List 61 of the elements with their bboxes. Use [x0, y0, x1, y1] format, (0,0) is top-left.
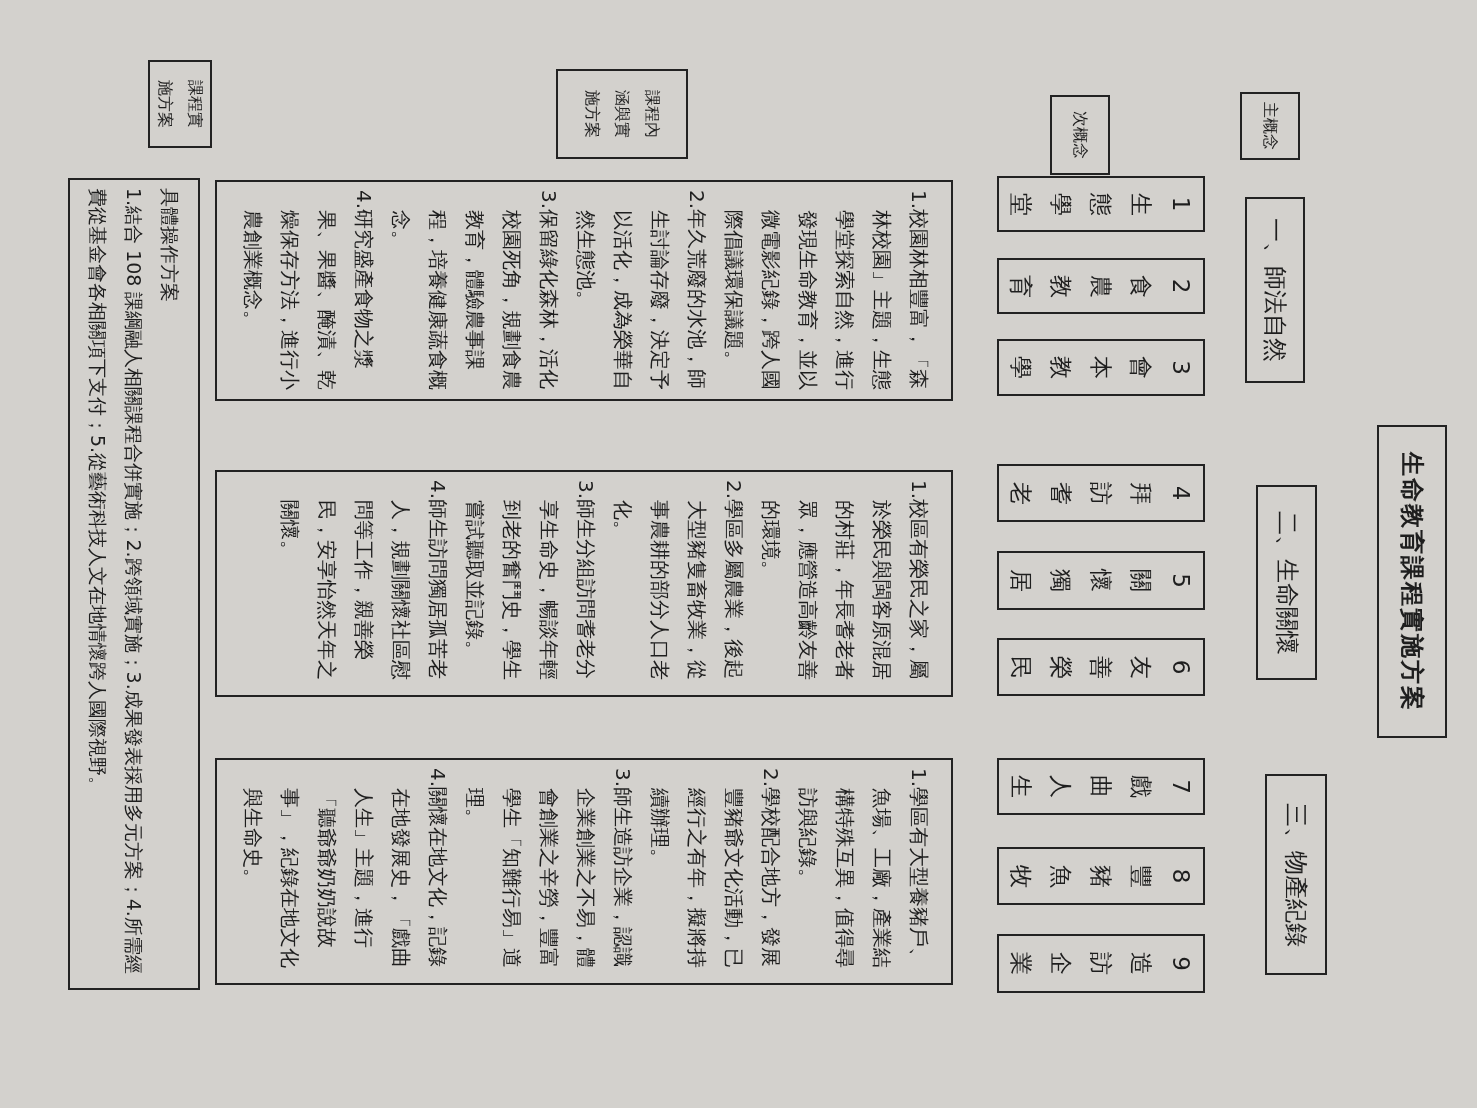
label-text: 課程內涵與實施方案: [582, 89, 663, 139]
list-item: 2.年久荒廢的水池，師生討論存廢，決定予以活化，成為榮華自然生態池。: [573, 190, 710, 392]
sub-concept-box: [997, 847, 1205, 905]
sub-concept-text: 戲曲人生: [1007, 774, 1155, 799]
concept-box: [1265, 774, 1327, 975]
label-box: [556, 69, 688, 159]
sub-concept-text: 關懷獨居: [1007, 567, 1155, 594]
list-item: 3.師生造訪企業，認識企業創業之不易，體會創業之辛勞，豐富學生「知難行易」道理。: [462, 768, 636, 970]
concept-text: 三、物產紀錄: [1281, 802, 1311, 947]
list-item: 4.師生訪問獨居孤苦老人，規劃關懷社區慰問等工作，親善榮民，安享怡然天年之關懷。: [277, 480, 451, 682]
item-number: 3: [1167, 360, 1195, 375]
item-number: 9: [1167, 956, 1195, 971]
list-item: 2.學校配合地方，發展豐豬爺文化活動，已經行之有年，擬將持續辦理。: [647, 768, 784, 970]
sub-concept-text: 造訪企業: [1007, 951, 1155, 977]
sub-concept-text: 友善榮民: [1007, 654, 1155, 680]
item-number: 4: [1167, 485, 1195, 501]
sub-concept-text: 會本教學: [1007, 355, 1155, 380]
sub-concept-box: [997, 176, 1205, 232]
list-item: 4.關懷在地文化，記錄在地發展史，「戲曲人生」主題，進行「聽爺爺奶奶說故事」，紀錄在地文化與生命史。: [240, 768, 451, 970]
list-item: 1.校區有榮民之家，屬於榮民與閩客原混居的村莊，年長耆老者眾，應營造高齡友善的環境。: [758, 480, 932, 682]
list-item: 3.師生分組訪問耆老分享生命史，暢談年輕到老的奮鬥史，學生嘗試聽取並記錄。: [462, 480, 599, 682]
sub-concept-box: [997, 551, 1205, 610]
label-text: 次概念: [1070, 111, 1091, 159]
label-text: 主概念: [1260, 102, 1281, 150]
sub-concept-box: [997, 258, 1205, 314]
sub-concept-box: [997, 934, 1205, 993]
concept-box: [1256, 485, 1317, 680]
content-box: [215, 470, 953, 697]
list-item: 2.學區多屬農業，後起大型豬隻畜牧業，從事農耕的部分人口老化。: [610, 480, 747, 682]
list-item: 4.研究盛產食物之漿果、果醬、醃漬、乾燥保存方法，進行小農創業概念。: [240, 190, 377, 392]
item-number: 6: [1167, 659, 1195, 675]
sub-concept-box: [997, 464, 1205, 522]
concept-text: 二、生命關懷: [1272, 510, 1301, 655]
label-box: [148, 60, 212, 148]
sub-concept-text: 豐豬魚牧: [1007, 863, 1155, 889]
sub-concept-text: 食農教育: [1007, 274, 1155, 298]
sub-concept-text: 生態學堂: [1007, 192, 1155, 216]
sub-concept-box: [997, 638, 1205, 696]
title-text: 生命教育課程實施方案: [1397, 451, 1427, 712]
list-item: 1.學區有大型養豬戶、魚場、工廠，產業結構特殊互異，值得尋訪與紀錄。: [795, 768, 932, 970]
item-number: 2: [1167, 278, 1195, 294]
content-box: [215, 758, 953, 985]
content-box: [215, 180, 953, 401]
label-box: [1240, 92, 1300, 160]
item-number: 7: [1167, 779, 1195, 794]
list-item: 3.保留綠化森林，活化校園死角，規劃食農教育，體驗農事課程，培養健康蔬食概念。: [388, 190, 562, 392]
plan-heading: 具體操作方案: [158, 188, 182, 304]
item-number: 5: [1167, 573, 1195, 588]
sub-concept-text: 拜訪耆老: [1007, 480, 1155, 506]
sub-concept-box: [997, 339, 1205, 396]
item-number: 8: [1167, 868, 1195, 884]
concept-text: 一、師法自然: [1260, 218, 1290, 362]
plan-text: 1.結合 108 課綱融人相關課程合併實施；2.跨領域實施；3.成果發表採用多元方案；4.所需經費從基金會各相關項下支付；5.從藝術科技人文在地情懷跨人國際視野。: [86, 188, 146, 976]
title-box: [1377, 425, 1447, 738]
label-text: 課程實施方案: [155, 80, 206, 128]
concept-box: [1245, 197, 1305, 383]
label-box: [1050, 95, 1110, 175]
plan-box: [68, 178, 200, 990]
item-number: 1: [1167, 196, 1195, 212]
list-item: 1.校園林相豐富，「森林校園」主題，生態學堂探索自然，進行發現生命教育，並以微電影紀錄，跨人國際倡議環保議題。: [721, 190, 932, 392]
sub-concept-box: [997, 758, 1205, 815]
